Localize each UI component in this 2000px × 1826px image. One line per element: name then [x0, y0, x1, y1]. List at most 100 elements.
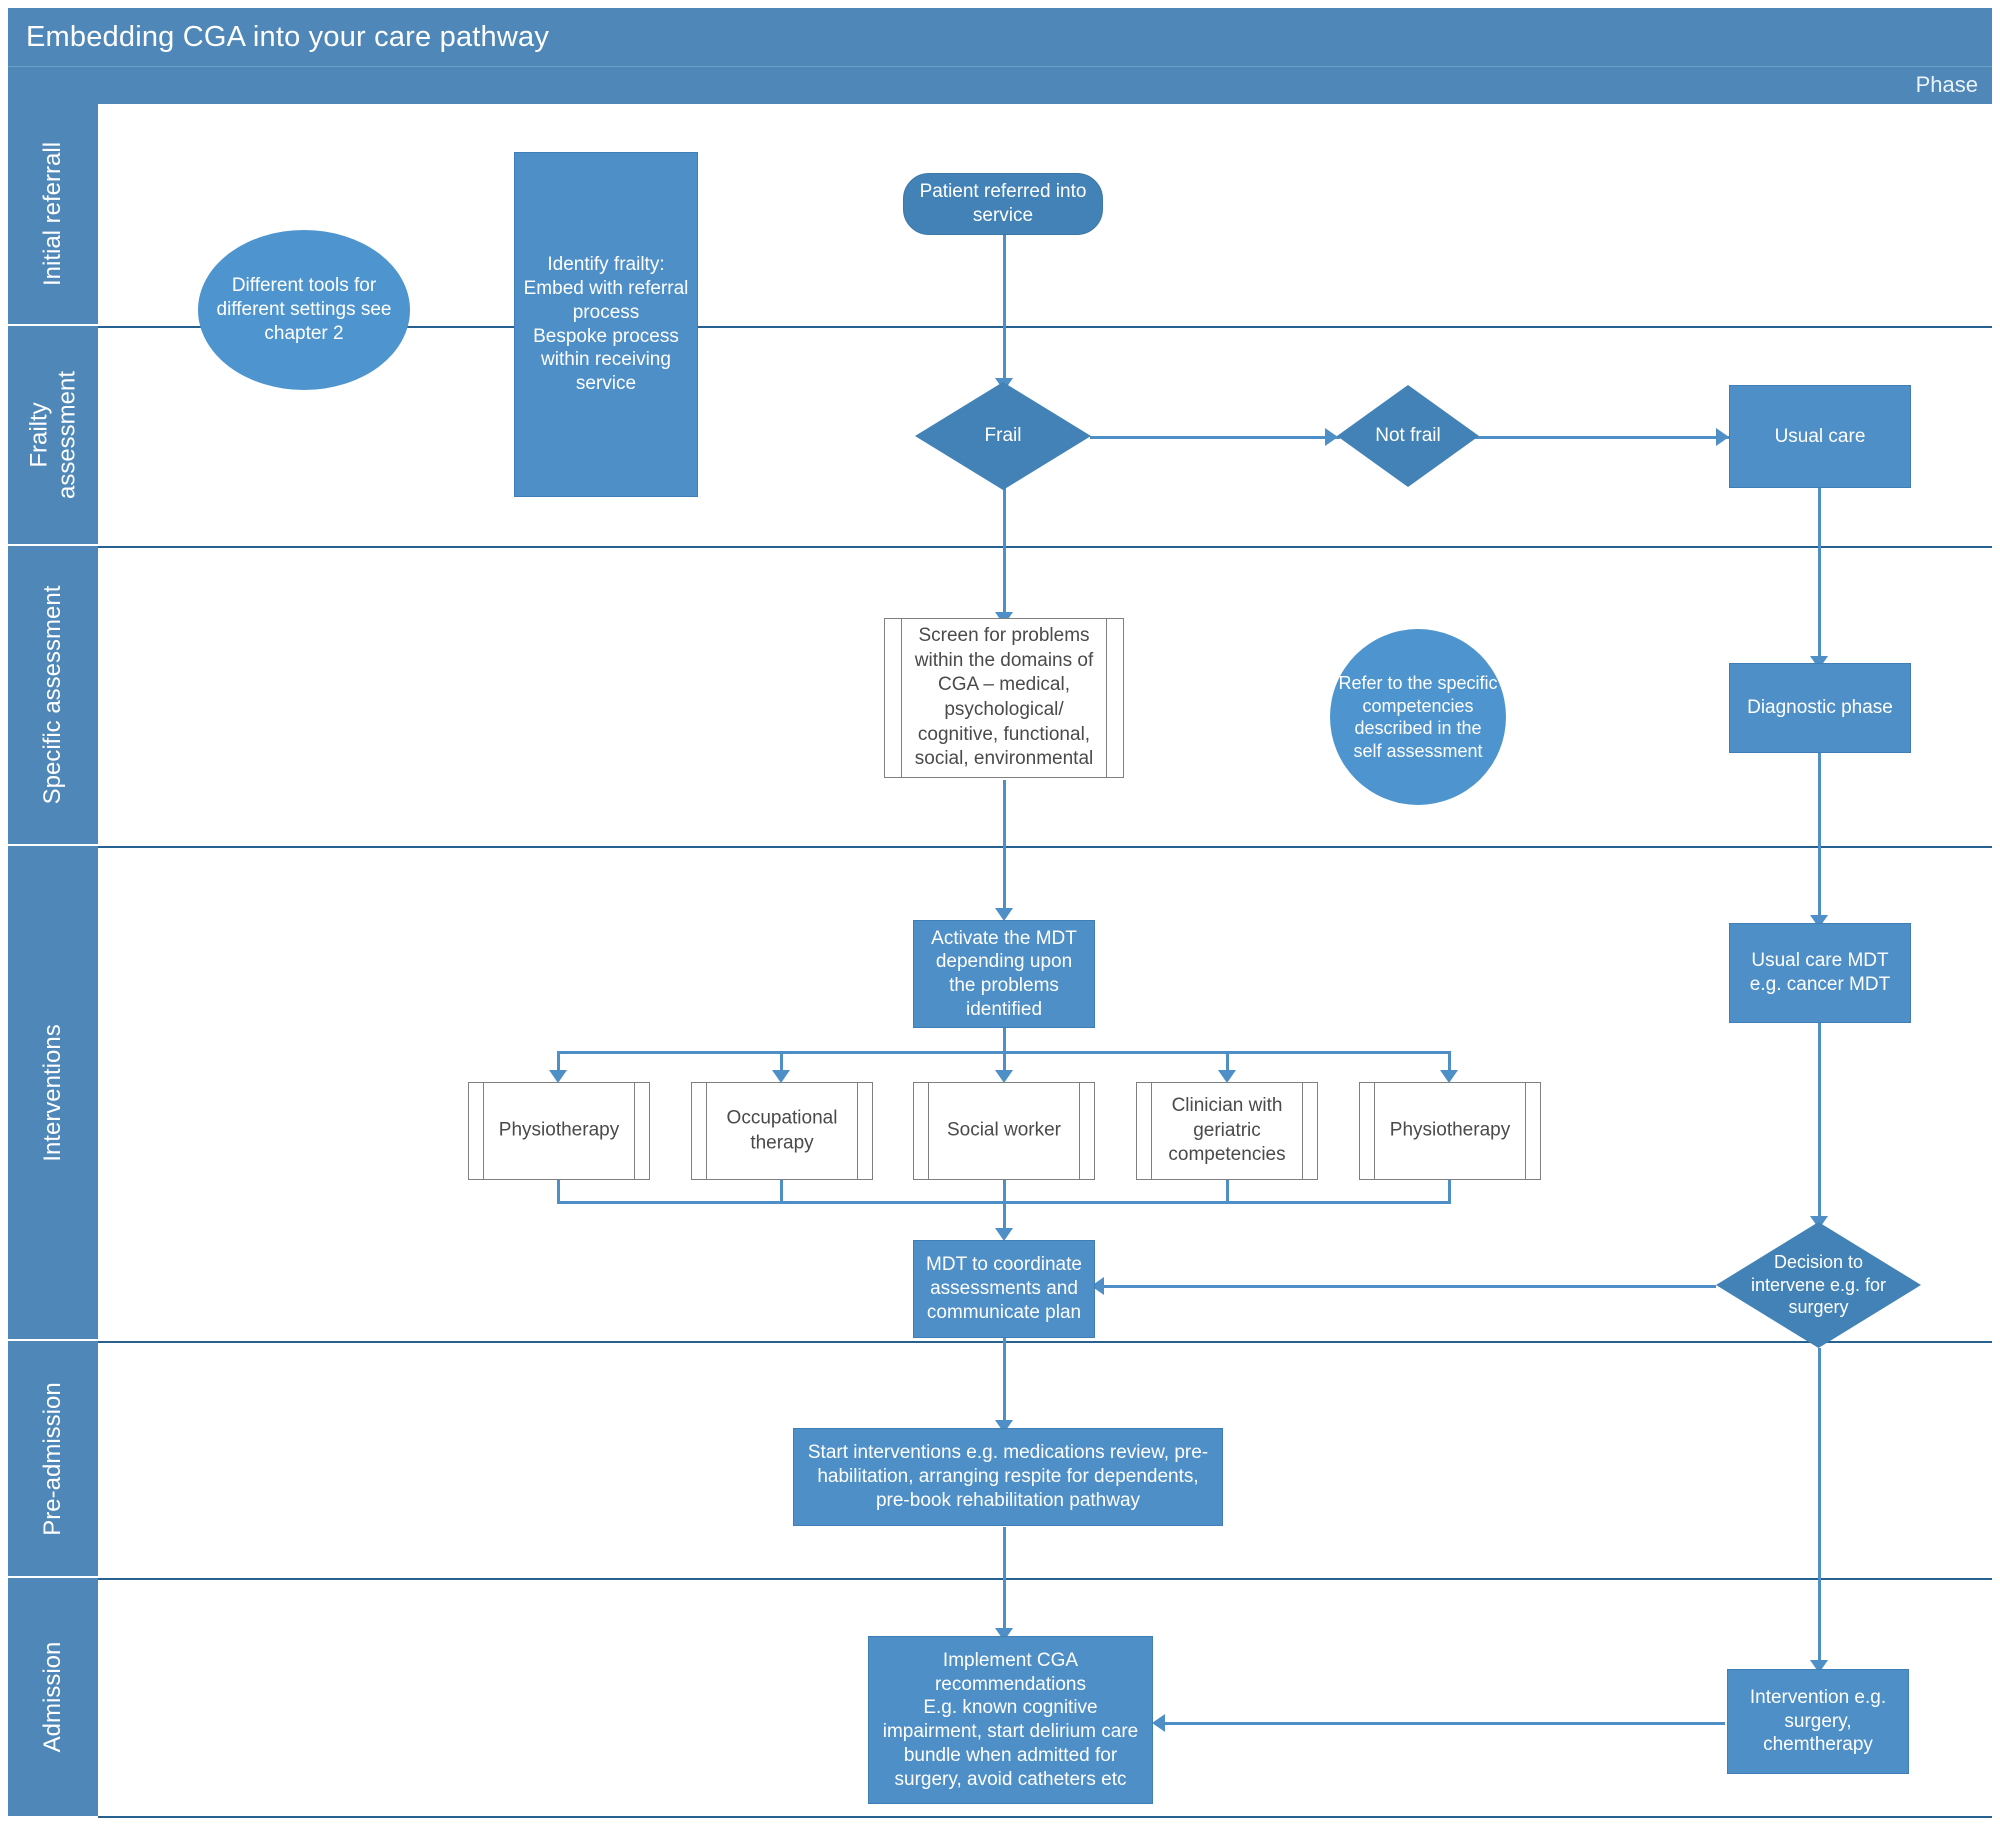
arrowhead-frail-to-notfrail: [1325, 428, 1338, 446]
connector-referred-to-frail: [1003, 232, 1006, 382]
connector-fanin-rise-3: [1003, 1180, 1006, 1204]
node-physiotherapy-1-label: Physiotherapy: [498, 1119, 620, 1141]
node-not-frail-label: Not frail: [1375, 425, 1441, 447]
arrowhead-fanout-2: [772, 1070, 790, 1083]
connector-screen-to-activatemdt: [1003, 780, 1006, 915]
node-mdt-coordinate[interactable]: MDT to coordinate assessments and commun…: [913, 1240, 1095, 1338]
connector-fanout-drop-2: [780, 1051, 783, 1075]
node-occupational-therapy[interactable]: Occupational therapy: [691, 1082, 873, 1180]
lane-pre-admission: Pre-admission: [8, 1341, 98, 1578]
node-patient-referred[interactable]: Patient referred into service: [903, 173, 1103, 235]
lane-label-pre-admission: Pre-admission: [39, 1381, 67, 1536]
node-social-worker-label: Social worker: [946, 1119, 1062, 1141]
node-mdt-coordinate-label: MDT to coordinate assessments and commun…: [926, 1254, 1082, 1323]
arrowhead-fanout-3: [995, 1070, 1013, 1083]
connector-notfrail-to-usualcare: [1475, 436, 1730, 439]
connector-frail-to-screen: [1003, 488, 1006, 618]
diagram-title: Embedding CGA into your care pathway: [8, 8, 1992, 66]
connector-intervention-to-implementcga: [1165, 1722, 1725, 1725]
node-different-tools[interactable]: Different tools for different settings s…: [198, 230, 410, 390]
node-intervention-surgery-label: Intervention e.g. surgery, chemtherapy: [1749, 1686, 1887, 1756]
lane-admission: Admission: [8, 1578, 98, 1818]
connector-usualcare-to-diagnostic: [1818, 488, 1821, 662]
connector-diagnostic-to-usualcaremdt: [1818, 752, 1821, 922]
lane-initial-referral: Initial referrall: [8, 104, 98, 326]
lane-interventions: Interventions: [8, 846, 98, 1341]
node-identify-frailty[interactable]: Identify frailty: Embed with referral pr…: [514, 152, 698, 497]
node-frail[interactable]: Frail: [915, 382, 1091, 490]
lane-label-interventions: Interventions: [39, 1023, 67, 1162]
node-patient-referred-label: Patient referred into service: [919, 181, 1087, 226]
predef-bar-left-ot: [706, 1083, 707, 1179]
node-implement-cga-label: Implement CGA recommendations E.g. known…: [882, 1649, 1139, 1790]
node-decision-to-intervene-label: Decision to intervene e.g. for surgery: [1750, 1252, 1887, 1318]
lane-specific-assessment: Specific assessment: [8, 546, 98, 846]
lane-label-admission: Admission: [39, 1641, 67, 1753]
node-occupational-therapy-label: Occupational therapy: [726, 1107, 838, 1153]
predef-bar-right-screen: [1106, 619, 1107, 777]
phase-header-divider: [8, 66, 1992, 67]
node-usual-care-mdt[interactable]: Usual care MDT e.g. cancer MDT: [1729, 923, 1911, 1023]
connector-mdtcoord-to-startinterventions: [1003, 1337, 1006, 1427]
phase-header: Phase: [8, 66, 1992, 104]
node-intervention-surgery[interactable]: Intervention e.g. surgery, chemtherapy: [1727, 1669, 1909, 1774]
node-screen-for-problems-label: Screen for problems within the domains o…: [914, 624, 1094, 770]
node-usual-care-label: Usual care: [1774, 425, 1866, 447]
node-screen-for-problems[interactable]: Screen for problems within the domains o…: [884, 618, 1124, 778]
node-usual-care-mdt-label: Usual care MDT e.g. cancer MDT: [1749, 950, 1891, 995]
arrowhead-fanout-1: [549, 1070, 567, 1083]
node-identify-frailty-label: Identify frailty: Embed with referral pr…: [523, 254, 689, 394]
diagram-title-text: Embedding CGA into your care pathway: [26, 20, 550, 53]
predef-bar-left-screen: [901, 619, 902, 777]
node-different-tools-label: Different tools for different settings s…: [216, 275, 392, 344]
connector-decision-to-intervention: [1818, 1348, 1821, 1668]
predef-bar-right-physio2: [1525, 1083, 1526, 1179]
node-diagnostic-phase-label: Diagnostic phase: [1747, 697, 1893, 719]
connector-activatemdt-down: [1003, 1028, 1006, 1053]
predef-bar-left-physio2: [1374, 1083, 1375, 1179]
arrowhead-notfrail-to-usualcare: [1716, 428, 1729, 446]
node-activate-mdt[interactable]: Activate the MDT depending upon the prob…: [913, 920, 1095, 1028]
node-diagnostic-phase[interactable]: Diagnostic phase: [1729, 663, 1911, 753]
predef-bar-right-physio1: [634, 1083, 635, 1179]
connector-fanin-rise-4: [1226, 1180, 1229, 1204]
node-implement-cga[interactable]: Implement CGA recommendations E.g. known…: [868, 1636, 1153, 1804]
arrowhead-fanin-to-mdtcoord: [995, 1228, 1013, 1241]
predef-bar-left-physio1: [483, 1083, 484, 1179]
connector-usualcaremdt-to-decision: [1818, 1023, 1821, 1223]
arrowhead-fanout-4: [1218, 1070, 1236, 1083]
connector-fanout-drop-1: [557, 1051, 560, 1075]
predef-bar-left-clin: [1151, 1083, 1152, 1179]
phase-header-label: Phase: [1915, 72, 1978, 97]
node-physiotherapy-1[interactable]: Physiotherapy: [468, 1082, 650, 1180]
connector-fanin-rise-5: [1448, 1180, 1451, 1204]
node-social-worker[interactable]: Social worker: [913, 1082, 1095, 1180]
node-decision-to-intervene[interactable]: Decision to intervene e.g. for surgery: [1716, 1222, 1921, 1348]
lane-label-initial-referral: Initial referrall: [39, 141, 67, 287]
predef-bar-right-ot: [857, 1083, 858, 1179]
lane-label-specific-assessment: Specific assessment: [39, 585, 67, 805]
arrowhead-intervention-to-implementcga: [1152, 1714, 1165, 1732]
connector-fanin-rise-2: [780, 1180, 783, 1204]
node-not-frail[interactable]: Not frail: [1337, 385, 1479, 487]
connector-fanout-drop-5: [1448, 1051, 1451, 1075]
node-activate-mdt-label: Activate the MDT depending upon the prob…: [931, 927, 1077, 1020]
node-physiotherapy-2[interactable]: Physiotherapy: [1359, 1082, 1541, 1180]
node-clinician-geriatric[interactable]: Clinician with geriatric competencies: [1136, 1082, 1318, 1180]
predef-bar-left-sw: [928, 1083, 929, 1179]
connector-frail-to-notfrail: [1090, 436, 1340, 439]
node-refer-competencies[interactable]: Refer to the specific competencies descr…: [1330, 629, 1506, 805]
node-usual-care[interactable]: Usual care: [1729, 385, 1911, 488]
node-start-interventions[interactable]: Start interventions e.g. medications rev…: [793, 1428, 1223, 1526]
connector-fanin-rise-1: [557, 1180, 560, 1204]
connector-fanin-to-mdtcoord: [1003, 1201, 1006, 1234]
node-frail-label: Frail: [984, 425, 1022, 447]
connector-fanout-drop-3: [1003, 1051, 1006, 1075]
predef-bar-right-clin: [1302, 1083, 1303, 1179]
arrowhead-fanout-5: [1440, 1070, 1458, 1083]
connector-decision-to-mdtcoord: [1104, 1285, 1716, 1288]
node-refer-competencies-label: Refer to the specific competencies descr…: [1338, 673, 1498, 761]
predef-bar-right-sw: [1079, 1083, 1080, 1179]
